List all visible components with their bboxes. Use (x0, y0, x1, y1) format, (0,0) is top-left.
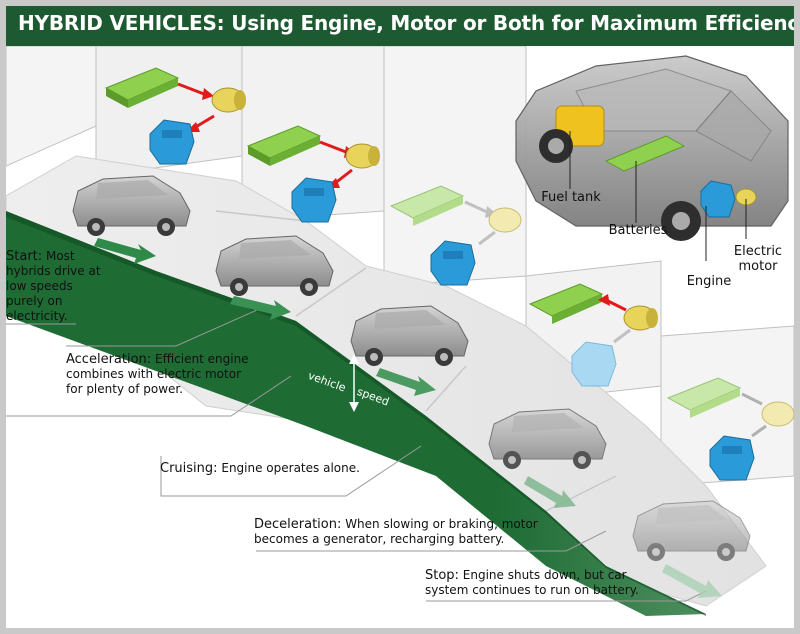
label-leader-lines (6, 305, 707, 602)
engine-block-icon (149, 119, 195, 165)
car-icon (72, 175, 191, 236)
stage-start-line-2: hybrids drive at (6, 264, 101, 278)
stage-start-line-4: purely on (6, 294, 63, 308)
flow-arrow-icon (662, 564, 722, 598)
stage-acceleration-line-3: for plenty of power. (66, 382, 184, 396)
page-title: HYBRID VEHICLES: Using Engine, Motor or … (18, 11, 800, 35)
stage-deceleration-name: Deceleration: (254, 517, 342, 532)
electric-motor-icon (623, 305, 658, 331)
speed-axis (349, 354, 359, 412)
stage-deceleration: Deceleration: When slowing or braking, m… (254, 517, 574, 547)
stage-stop-name: Stop: (425, 568, 459, 583)
car-icon (632, 500, 751, 561)
stage-cruising: Cruising: Engine operates alone. (160, 461, 420, 476)
stage-start-line-3: low speeds (6, 279, 73, 293)
stage-deceleration-line-2: becomes a generator, recharging battery. (254, 532, 505, 546)
car-icon (215, 235, 334, 296)
motion-arrows (94, 238, 722, 598)
stage-acceleration-name: Acceleration: (66, 352, 152, 367)
stage-start-name: Start: (6, 249, 43, 264)
stage-cruising-name: Cruising: (160, 461, 218, 476)
road-floor (6, 155, 767, 607)
component-group-cruising (389, 185, 522, 286)
label-electric-motor-line-1: Electric (733, 244, 783, 259)
stage-acceleration-line-1: Efficient engine (155, 352, 249, 366)
road-cars (72, 175, 751, 561)
speed-wedge (6, 211, 706, 616)
engine-block-icon (291, 177, 337, 223)
battery-pack-icon (604, 135, 686, 172)
component-group-deceleration (528, 283, 658, 387)
flow-arrow-icon (94, 238, 156, 264)
stage-deceleration-line-1: When slowing or braking, motor (345, 517, 538, 531)
stage-cruising-line-1: Engine operates alone. (221, 461, 360, 475)
component-group-start (104, 67, 246, 165)
label-engine: Engine (686, 274, 732, 289)
flow-arrow-icon (230, 296, 291, 320)
stage-stop-line-2: system continues to run on battery. (425, 583, 639, 597)
electric-motor-icon (488, 207, 522, 233)
label-batteries: Batteries (608, 223, 668, 238)
component-group-acceleration (246, 125, 380, 223)
car-icon (350, 305, 469, 366)
label-electric-motor: Electric motor (726, 244, 790, 274)
electric-motor-icon (345, 143, 380, 169)
engine-block-icon (709, 435, 755, 481)
flow-arrow-icon (524, 476, 576, 508)
label-fuel-tank: Fuel tank (541, 190, 601, 205)
car-icon (488, 408, 607, 469)
flow-arrow-icon (376, 368, 436, 396)
stage-acceleration: Acceleration: Efficient engine combines … (66, 352, 306, 397)
stage-start: Start: Most hybrids drive at low speeds … (6, 249, 126, 324)
stage-stop: Stop: Engine shuts down, but car system … (425, 568, 725, 598)
engine-block-icon (700, 180, 736, 218)
electric-motor-icon (211, 87, 246, 113)
stage-start-line-5: electricity. (6, 309, 68, 323)
engine-block-icon (430, 240, 476, 286)
electric-motor-icon (761, 401, 794, 427)
stage-stop-line-1: Engine shuts down, but car (462, 568, 627, 582)
cutaway-car (515, 55, 789, 261)
component-group-stop (666, 377, 794, 481)
label-electric-motor-line-2: motor (738, 259, 778, 274)
stage-start-line-1: Most (45, 249, 75, 263)
stage-acceleration-line-2: combines with electric motor (66, 367, 242, 381)
hybrid-diagram-scene (6, 45, 794, 616)
engine-block-icon (571, 341, 617, 387)
header-bar: HYBRID VEHICLES: Using Engine, Motor or … (6, 6, 794, 46)
